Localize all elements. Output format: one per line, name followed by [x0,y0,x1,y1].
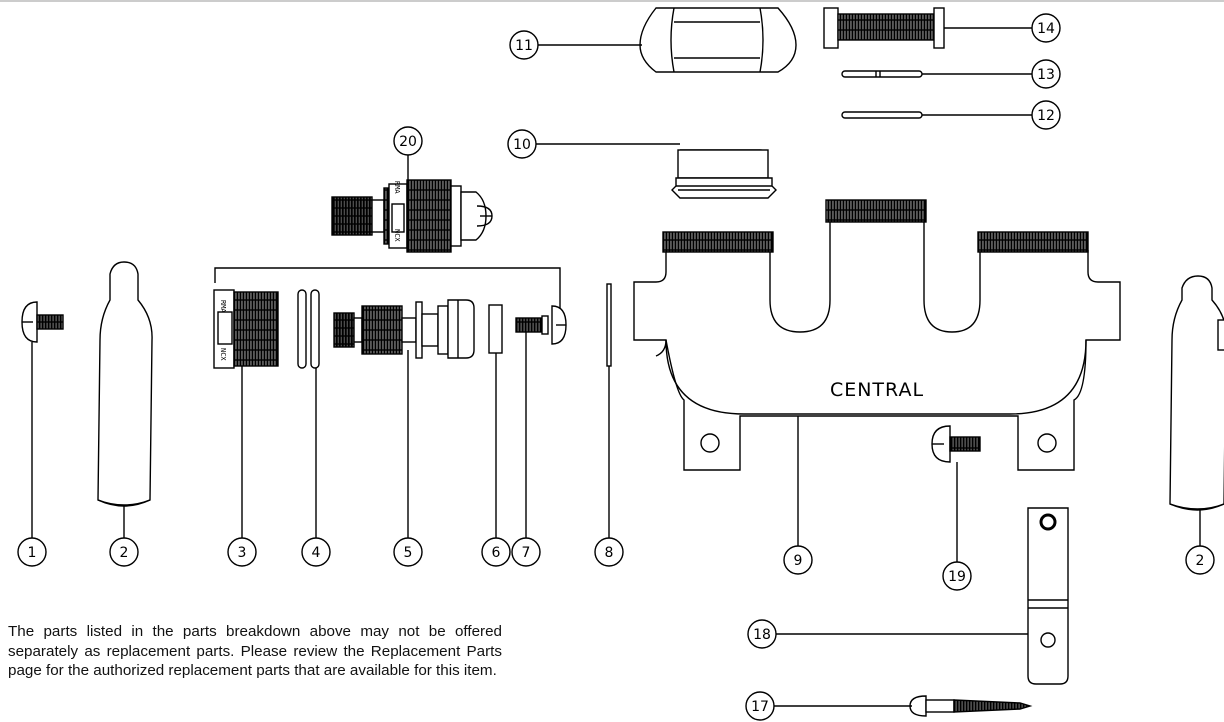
callout-20: 20 [393,126,423,156]
part-2-lever-handle-left [97,261,153,507]
svg-text:NCX: NCX [393,229,401,242]
svg-text:2: 2 [1196,553,1205,569]
callout-2-right: 2 [1185,545,1215,575]
callout-17: 17 [745,691,775,721]
svg-text:2: 2 [120,545,129,561]
part-4-o-rings [297,289,320,369]
callout-13: 13 [1031,59,1061,89]
callout-14: 14 [1031,13,1061,43]
part-6-adapter [488,304,503,354]
callout-19: 19 [942,561,972,591]
callout-6: 6 [481,537,511,567]
svg-text:RMA: RMA [219,300,227,313]
svg-text:NCX: NCX [219,348,227,361]
svg-text:4: 4 [312,545,321,561]
part-11-hex-nut [639,7,797,73]
callout-2-left: 2 [109,537,139,567]
svg-text:10: 10 [513,137,531,153]
svg-text:5: 5 [404,545,413,561]
svg-text:14: 14 [1037,21,1055,37]
callout-12: 12 [1031,100,1061,130]
part-18-mounting-bracket [1027,507,1069,685]
replacement-parts-disclaimer: The parts listed in the parts breakdown … [8,623,502,679]
part-7-stem-screw [515,305,567,345]
callout-11: 11 [509,30,539,60]
part-9-valve-body: CENTRAL [633,199,1121,471]
svg-text:12: 12 [1037,108,1055,124]
part-8-gasket [606,283,612,367]
svg-text:6: 6 [492,545,501,561]
part-5-stem-cartridge [333,299,475,359]
svg-text:17: 17 [751,699,769,715]
part-3-bonnet-nut: RMA NCX [213,289,279,369]
part-17-wood-screw [909,695,1033,717]
callout-3: 3 [227,537,257,567]
callout-5: 5 [393,537,423,567]
svg-text:RMA: RMA [393,181,401,194]
svg-text:20: 20 [399,134,417,150]
part-10-flange [671,149,777,199]
callout-4: 4 [301,537,331,567]
svg-text:1: 1 [28,545,37,561]
svg-text:19: 19 [948,569,966,585]
svg-text:7: 7 [522,545,531,561]
part-14-washer [823,7,945,49]
part-1-handle-screw [21,301,64,343]
part-13-o-ring [841,70,923,78]
svg-text:11: 11 [515,38,533,54]
callout-9: 9 [783,545,813,575]
callout-8: 8 [594,537,624,567]
callout-18: 18 [747,619,777,649]
part-19-mounting-screw [931,425,981,463]
svg-text:8: 8 [605,545,614,561]
callout-7: 7 [511,537,541,567]
part-20-cartridge-assembly: RMA NCX [331,179,493,253]
svg-text:CENTRAL: CENTRAL [830,379,924,401]
svg-text:9: 9 [794,553,803,569]
callout-10: 10 [507,129,537,159]
part-2-lever-handle-right [1169,275,1224,511]
assembly-bracket [214,267,561,310]
svg-text:18: 18 [753,627,771,643]
svg-text:3: 3 [238,545,247,561]
svg-text:13: 13 [1037,67,1055,83]
callout-1: 1 [17,537,47,567]
part-12-o-ring [841,111,923,119]
